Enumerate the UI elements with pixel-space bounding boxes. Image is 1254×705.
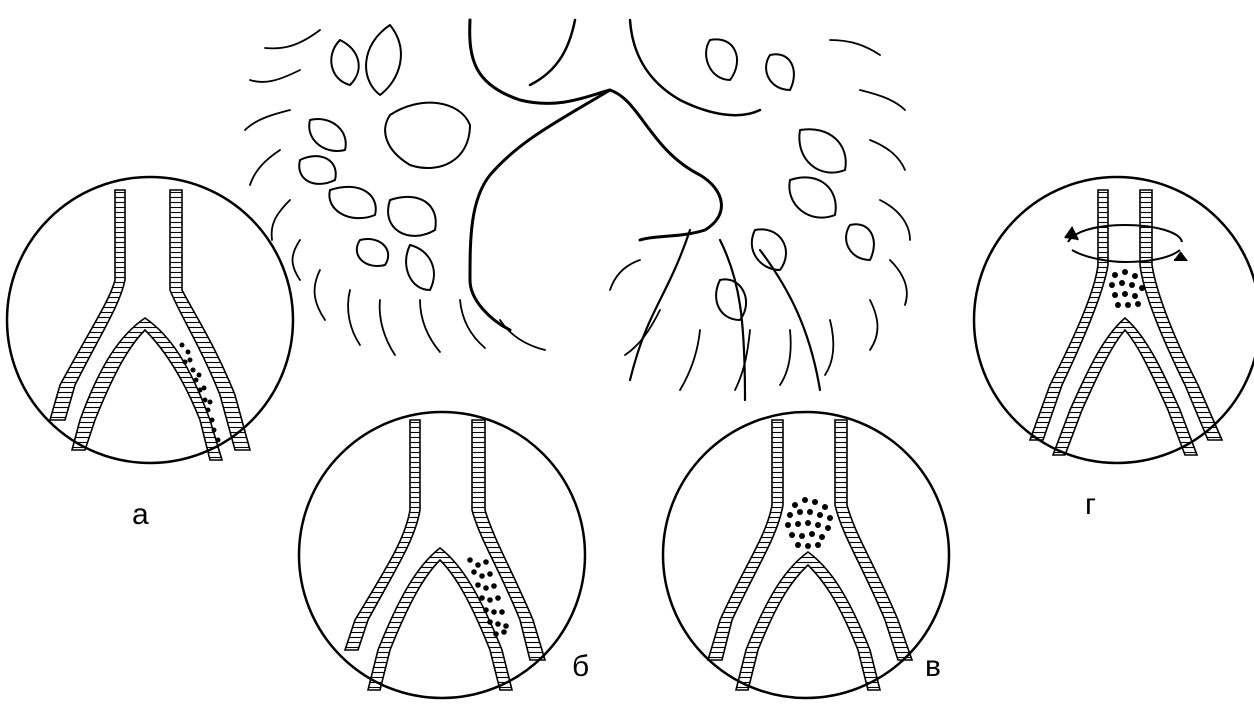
plug-v — [785, 497, 833, 549]
panel-label-b: б — [572, 652, 589, 682]
plug-g — [1109, 269, 1145, 308]
panel-label-g: г — [1085, 490, 1096, 520]
rotation-arrow-icon — [1065, 225, 1186, 262]
panel-g-bronchus-cross-section — [974, 177, 1254, 463]
bronchial-tree-illustration — [245, 20, 910, 400]
panel-v-bronchus-cross-section — [663, 412, 949, 698]
panel-label-v: в — [925, 652, 941, 682]
panel-b-bronchus-cross-section — [299, 412, 585, 698]
panel-a-bronchus-cross-section — [7, 177, 293, 463]
panel-label-a: а — [132, 500, 149, 530]
